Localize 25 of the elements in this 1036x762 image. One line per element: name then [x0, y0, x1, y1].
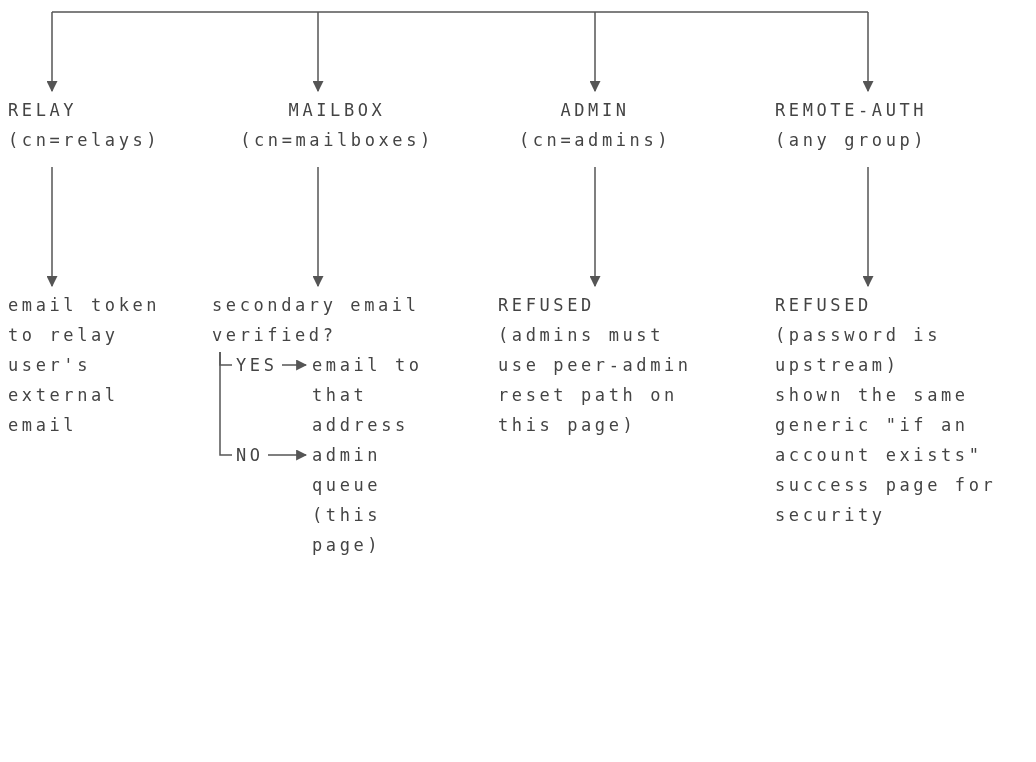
outcome-text: shown the same generic "if an account exists" success page for security	[775, 384, 998, 527]
arrow	[862, 166, 874, 288]
category-note: (cn=mailboxes)	[239, 129, 435, 152]
outcome-text: (admins must use peer-admin reset path on this page)	[498, 324, 693, 437]
arrow	[589, 166, 601, 288]
category-heading: REMOTE-AUTH	[775, 99, 929, 122]
outcome-text: REFUSED	[498, 294, 596, 317]
category-note: (any group)	[775, 129, 929, 152]
outcome-text: (password is upstream)	[775, 324, 943, 377]
arrow	[312, 166, 324, 288]
category-note: (cn=admins)	[517, 129, 673, 152]
arrow	[589, 11, 601, 93]
category-note: (cn=relays)	[8, 129, 162, 152]
arrow	[46, 166, 58, 288]
arrow	[312, 11, 324, 93]
outcome-text: REFUSED	[775, 294, 873, 317]
outcome-text: email token to relay user's external email	[8, 294, 162, 437]
arrow	[46, 11, 58, 93]
category-heading: ADMIN	[559, 99, 631, 122]
arrow	[862, 11, 874, 93]
outcome-text: admin queue (this page)	[312, 444, 383, 557]
category-heading: MAILBOX	[287, 99, 387, 122]
outcome-text: secondary email verified?	[212, 294, 421, 347]
bracket-line	[51, 11, 869, 13]
category-heading: RELAY	[8, 99, 79, 122]
